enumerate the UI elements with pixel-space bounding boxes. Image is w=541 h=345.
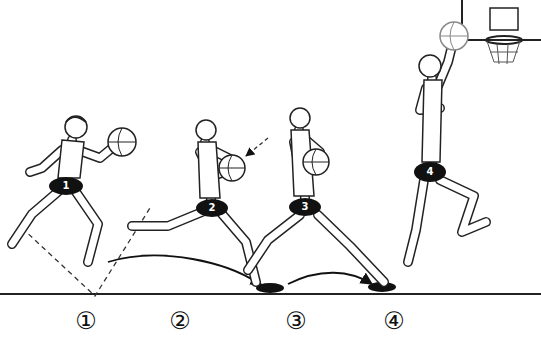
- hoop: [486, 36, 522, 44]
- step-number: ②: [169, 309, 191, 333]
- basketball: [219, 155, 245, 181]
- shirt: [198, 142, 220, 198]
- head: [196, 120, 216, 140]
- hair: [66, 117, 86, 122]
- limb-outline: [408, 46, 486, 262]
- step-arrow: [288, 273, 372, 284]
- net: [487, 41, 520, 64]
- ball-seam: [303, 149, 329, 175]
- shorts: [49, 177, 83, 195]
- head: [290, 108, 310, 128]
- ball-seam: [108, 128, 136, 156]
- ball-seam: [219, 155, 245, 181]
- basketball: [108, 128, 136, 156]
- ball-seam: [440, 22, 468, 50]
- basketball: [440, 22, 468, 50]
- shorts-number: 2: [209, 203, 216, 213]
- shirt: [58, 140, 84, 178]
- floor-line: [0, 293, 541, 295]
- pass-arrow: [246, 138, 268, 156]
- basket: [462, 0, 541, 64]
- step-number: ④: [383, 309, 405, 333]
- limb-fill: [408, 46, 486, 262]
- step-number: ①: [75, 309, 97, 333]
- backboard-square: [490, 8, 518, 30]
- limb-outline: [132, 142, 256, 282]
- limb-fill: [248, 130, 384, 282]
- shorts: [289, 198, 321, 216]
- step-number: ③: [285, 309, 307, 333]
- shirt: [422, 80, 442, 162]
- shorts: [196, 199, 228, 217]
- backboard: [462, 0, 541, 40]
- limb-outline: [12, 140, 112, 262]
- step-arrow: [108, 256, 262, 286]
- player-figure: [408, 22, 486, 262]
- limb-outline: [248, 130, 384, 282]
- player-figure: [132, 120, 256, 282]
- shorts-number: 1: [63, 181, 70, 191]
- shorts: [414, 162, 446, 182]
- head: [65, 116, 87, 138]
- player-figure: [12, 116, 136, 262]
- player-figure: [248, 108, 384, 282]
- limb-fill: [132, 142, 256, 282]
- shorts-number: 4: [427, 167, 434, 177]
- head: [419, 55, 441, 77]
- basketball: [303, 149, 329, 175]
- shorts-number: 3: [302, 202, 309, 212]
- limb-fill: [12, 140, 112, 262]
